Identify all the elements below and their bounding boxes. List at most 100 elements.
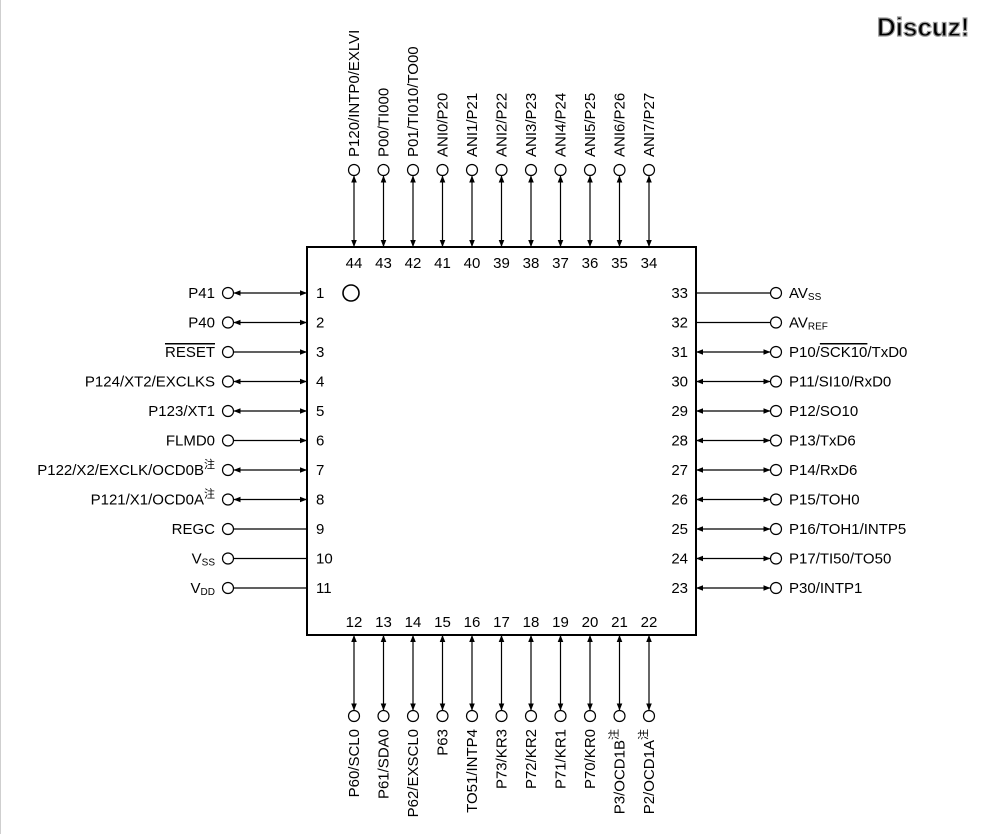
pin-number: 27 (671, 462, 688, 479)
pin-number: 32 (671, 315, 688, 332)
pin-label-main: P30/INTP1 (789, 580, 862, 597)
pin-label: VSS (192, 551, 216, 569)
pin-label-main: RESET (165, 344, 215, 361)
pin-terminal (495, 709, 508, 723)
pin-terminal (221, 375, 235, 388)
pin-terminal (769, 463, 783, 477)
pin-terminal (769, 316, 783, 329)
pin-label: P120/INTP0/EXLVI (346, 30, 363, 157)
pin-number: 43 (375, 255, 392, 272)
pin-label-main: V (192, 551, 202, 568)
pin-label: TO51/INTP4 (464, 729, 481, 813)
pin-label: ANI5/P25 (582, 93, 599, 157)
pin-label-main: P17/TI50/TO50 (789, 551, 891, 568)
pin-number: 31 (671, 344, 688, 361)
pin-label-main: ANI5/P25 (582, 93, 599, 157)
pin-label: P60/SCL0 (346, 729, 363, 797)
pin-terminal (377, 163, 390, 177)
pin-terminal (769, 404, 783, 418)
pin-label: P41 (188, 285, 215, 302)
pin1-marker (342, 284, 360, 302)
pin-label: P73/KR3 (494, 729, 511, 789)
pin-label: P15/TOH0 (789, 492, 860, 509)
pin-terminal (347, 709, 361, 723)
pin-label-main: P00/TI000 (376, 88, 393, 157)
pin-number: 29 (671, 403, 688, 420)
pin-number: 26 (671, 492, 688, 509)
pin-label-main: P72/KR2 (523, 729, 540, 789)
pin-number: 15 (434, 614, 451, 631)
pin-label: FLMD0 (166, 433, 215, 450)
pin-label: P124/XT2/EXCLKS (85, 374, 215, 391)
pin-label-main: P11/SI10/RxD0 (789, 374, 891, 391)
pin-label-subscript: REF (808, 322, 828, 333)
pin-label: AVREF (789, 315, 828, 333)
chip-body (306, 246, 697, 636)
pin-terminal (769, 375, 783, 388)
pin-number: 25 (671, 521, 688, 538)
pin-terminal (583, 709, 597, 723)
pin-label-main: P12/SO10 (789, 403, 858, 420)
pin-label: P121/X1/OCD0A注 (91, 487, 215, 509)
pin-number: 12 (346, 614, 363, 631)
pin-number: 37 (552, 255, 569, 272)
pin-terminal (221, 522, 235, 536)
pin-terminal (524, 709, 538, 723)
pin-label-main: FLMD0 (166, 433, 215, 450)
pin-label-subscript: SS (202, 558, 216, 569)
pin-label-main: ANI6/P26 (612, 93, 629, 157)
pin-label: ANI4/P24 (553, 93, 570, 157)
pin-terminal (642, 709, 656, 723)
pin-label: P16/TOH1/INTP5 (789, 521, 906, 538)
pin-terminal (221, 404, 235, 418)
pin-label: P11/SI10/RxD0 (789, 374, 891, 391)
pin-label-main: ANI3/P23 (523, 93, 540, 157)
pin-terminal (221, 316, 235, 329)
pin-number: 36 (582, 255, 599, 272)
pin-terminal (347, 163, 361, 177)
pin-label-main: P123/XT1 (148, 403, 215, 420)
pin-label-main: P73/KR3 (494, 729, 511, 789)
pin-terminal (613, 709, 626, 723)
pin-label: P40 (188, 315, 215, 332)
pin-number: 1 (316, 285, 324, 302)
pin-label: P63 (435, 729, 452, 756)
pin-label-main: AV (789, 285, 808, 302)
pin-label-subscript: DD (201, 587, 215, 598)
pin-number: 2 (316, 315, 324, 332)
pin-number: 4 (316, 374, 324, 391)
pin-number: 17 (493, 614, 510, 631)
pin-number: 18 (523, 614, 540, 631)
pin-label: ANI1/P21 (464, 93, 481, 157)
pin-terminal (554, 709, 567, 723)
pin-number: 24 (671, 551, 688, 568)
pin-label: P10/SCK10/TxD0 (789, 344, 907, 361)
pin-number: 8 (316, 492, 324, 509)
pin-terminal (406, 709, 420, 723)
pin-label: ANI2/P22 (494, 93, 511, 157)
pin-number: 19 (552, 614, 569, 631)
pin-number: 13 (375, 614, 392, 631)
pin-label-main: ANI7/P27 (641, 93, 658, 157)
pin-label: P13/TxD6 (789, 433, 856, 450)
pin-terminal (221, 286, 235, 300)
pin-terminal (769, 434, 783, 447)
pin-label-main: P62/EXSCL0 (405, 729, 422, 817)
pin-terminal (613, 163, 626, 177)
pin-terminal (465, 709, 479, 723)
pin-label: ANI7/P27 (641, 93, 658, 157)
pin-label-main: P13/TxD6 (789, 433, 856, 450)
pin-number: 34 (641, 255, 658, 272)
pin-terminal (769, 581, 783, 595)
pin-label: P72/KR2 (523, 729, 540, 789)
pin-label: P3/OCD1B注 (607, 729, 629, 814)
pin-number: 30 (671, 374, 688, 391)
pin-terminal (524, 163, 538, 177)
pin-terminal (554, 163, 567, 177)
pin-label: P123/XT1 (148, 403, 215, 420)
pin-number: 41 (434, 255, 451, 272)
pins-group: 1P412P403RESET4P124/XT2/EXCLKS5P123/XT16… (37, 30, 907, 818)
pin-number: 11 (316, 580, 332, 597)
pin-label-main: P41 (188, 285, 215, 302)
